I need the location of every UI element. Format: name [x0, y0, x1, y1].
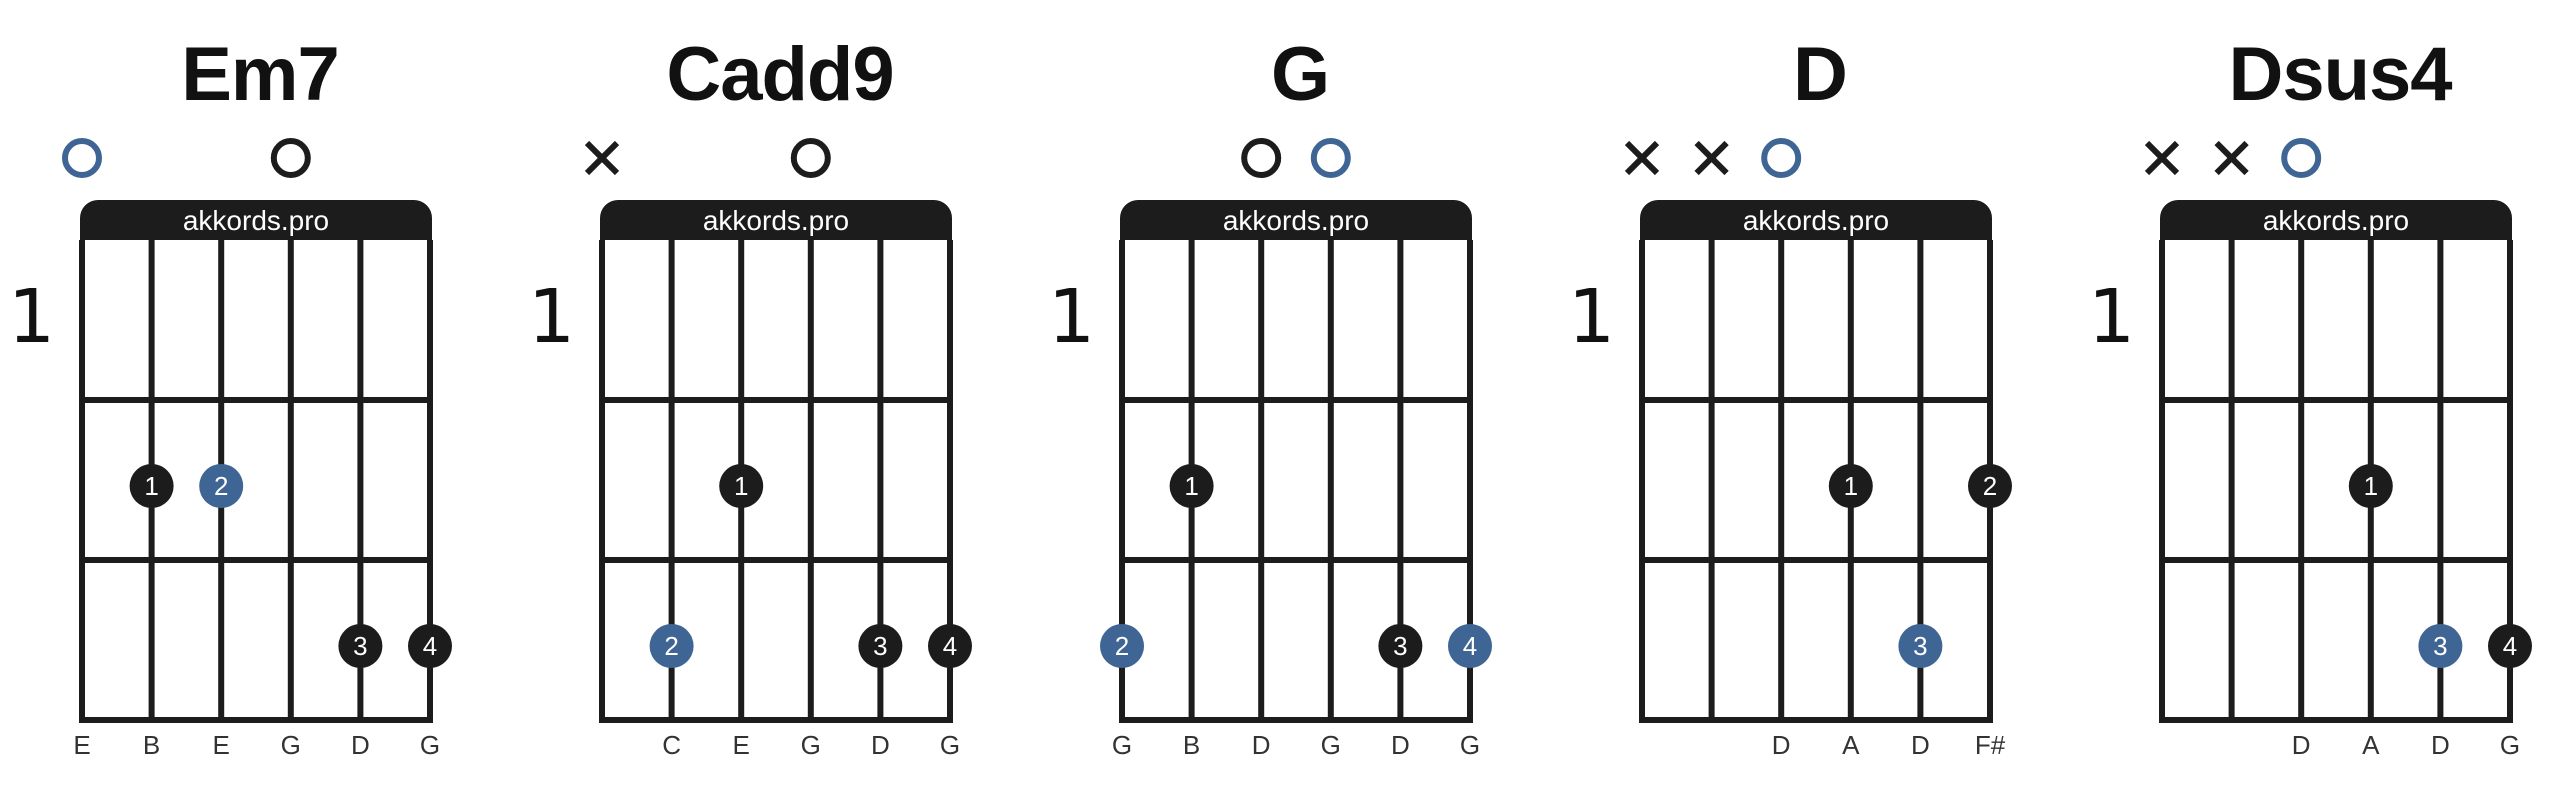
start-fret-number: 1	[8, 274, 56, 360]
brand-header: akkords.pro	[80, 200, 432, 240]
string-note-label: A	[2362, 730, 2380, 760]
finger-dot: 4	[928, 624, 972, 668]
string-note-label: G	[1111, 730, 1133, 760]
open-string-icon	[1241, 138, 1282, 178]
open-string-icon	[790, 138, 831, 178]
finger-number: 1	[734, 471, 748, 501]
finger-dot: 2	[199, 464, 244, 508]
muted-string-icon	[2144, 140, 2180, 176]
muted-string-icon	[1694, 140, 1729, 176]
string-note-label: G	[1459, 730, 1481, 760]
finger-dot: 1	[1169, 464, 1214, 508]
string-note-label: G	[419, 730, 441, 760]
open-string-icon	[1310, 138, 1351, 178]
string-note-label: D	[871, 730, 890, 760]
finger-dot: 3	[2418, 624, 2463, 668]
finger-dot: 1	[129, 464, 174, 508]
fretboard: 1 2 3 4	[62, 138, 452, 723]
chord-name: G	[1270, 32, 1330, 117]
finger-number: 3	[353, 631, 367, 661]
finger-dot: 4	[2488, 624, 2532, 668]
string-note-label: F#	[1974, 730, 2006, 760]
finger-number: 2	[664, 631, 678, 661]
string-note-label: C	[662, 730, 681, 760]
open-string-icon	[2281, 138, 2322, 178]
finger-number: 4	[943, 631, 957, 661]
open-string-icon	[1761, 138, 1802, 178]
string-note-label: D	[1391, 730, 1410, 760]
chord-name: Cadd9	[666, 32, 894, 117]
finger-number: 2	[1115, 631, 1129, 661]
string-note-label: G	[280, 730, 301, 760]
brand-header: akkords.pro	[600, 200, 952, 240]
string-note-label: B	[142, 730, 161, 760]
string-note-label: B	[1182, 730, 1201, 760]
finger-dot: 2	[1968, 464, 2012, 508]
string-note-label: D	[1911, 730, 1930, 760]
fretboard: 1 2 3 4	[584, 138, 972, 723]
finger-number: 3	[1393, 631, 1407, 661]
finger-number: 2	[1983, 471, 1997, 501]
start-fret-number: 1	[1048, 274, 1096, 360]
string-note-label: G	[800, 730, 821, 760]
finger-dot: 4	[408, 624, 452, 668]
muted-string-icon	[1624, 140, 1660, 176]
chord-name: Em7	[181, 32, 340, 117]
string-note-label: E	[212, 730, 230, 760]
muted-string-icon	[584, 140, 620, 176]
string-note-label: G	[1320, 730, 1341, 760]
finger-number: 3	[2433, 631, 2447, 661]
finger-number: 4	[423, 631, 437, 661]
finger-dot: 3	[858, 624, 903, 668]
finger-number: 1	[2364, 471, 2378, 501]
start-fret-number: 1	[528, 274, 576, 360]
finger-number: 3	[873, 631, 887, 661]
start-fret-number: 1	[2088, 274, 2136, 360]
finger-number: 4	[2503, 631, 2517, 661]
open-string-icon	[62, 138, 102, 178]
finger-dot: 1	[719, 464, 764, 508]
finger-dot: 2	[649, 624, 694, 668]
finger-number: 1	[144, 471, 158, 501]
finger-dot: 4	[1448, 624, 1492, 668]
string-note-label: D	[1771, 730, 1791, 760]
finger-dot: 3	[1898, 624, 1943, 668]
string-note-label: G	[2499, 730, 2521, 760]
chord-name: D	[1793, 32, 1848, 117]
open-string-icon	[270, 138, 311, 178]
brand-header: akkords.pro	[2160, 200, 2512, 240]
string-note-label: D	[2431, 730, 2450, 760]
string-note-label: E	[732, 730, 750, 760]
finger-number: 2	[214, 471, 228, 501]
string-note-label: E	[73, 730, 91, 760]
fretboard: 1 3 4	[2144, 138, 2532, 723]
finger-dot: 3	[1378, 624, 1423, 668]
finger-dot: 1	[1828, 464, 1873, 508]
string-note-label: G	[939, 730, 961, 760]
finger-number: 4	[1463, 631, 1477, 661]
string-note-label: D	[1251, 730, 1271, 760]
fretboard: 1 2 3 4	[1100, 138, 1492, 723]
start-fret-number: 1	[1568, 274, 1616, 360]
muted-string-icon	[2214, 140, 2249, 176]
brand-header: akkords.pro	[1120, 200, 1472, 240]
finger-dot: 1	[2348, 464, 2393, 508]
finger-number: 1	[1184, 471, 1198, 501]
finger-dot: 3	[338, 624, 383, 668]
string-note-label: D	[2291, 730, 2311, 760]
finger-number: 3	[1913, 631, 1927, 661]
brand-header: akkords.pro	[1640, 200, 1992, 240]
fretboard: 1 2 3	[1624, 138, 2012, 723]
string-note-label: A	[1842, 730, 1860, 760]
string-note-label: D	[351, 730, 370, 760]
chord-name: Dsus4	[2228, 32, 2452, 117]
finger-number: 1	[1844, 471, 1858, 501]
finger-dot: 2	[1100, 624, 1144, 668]
